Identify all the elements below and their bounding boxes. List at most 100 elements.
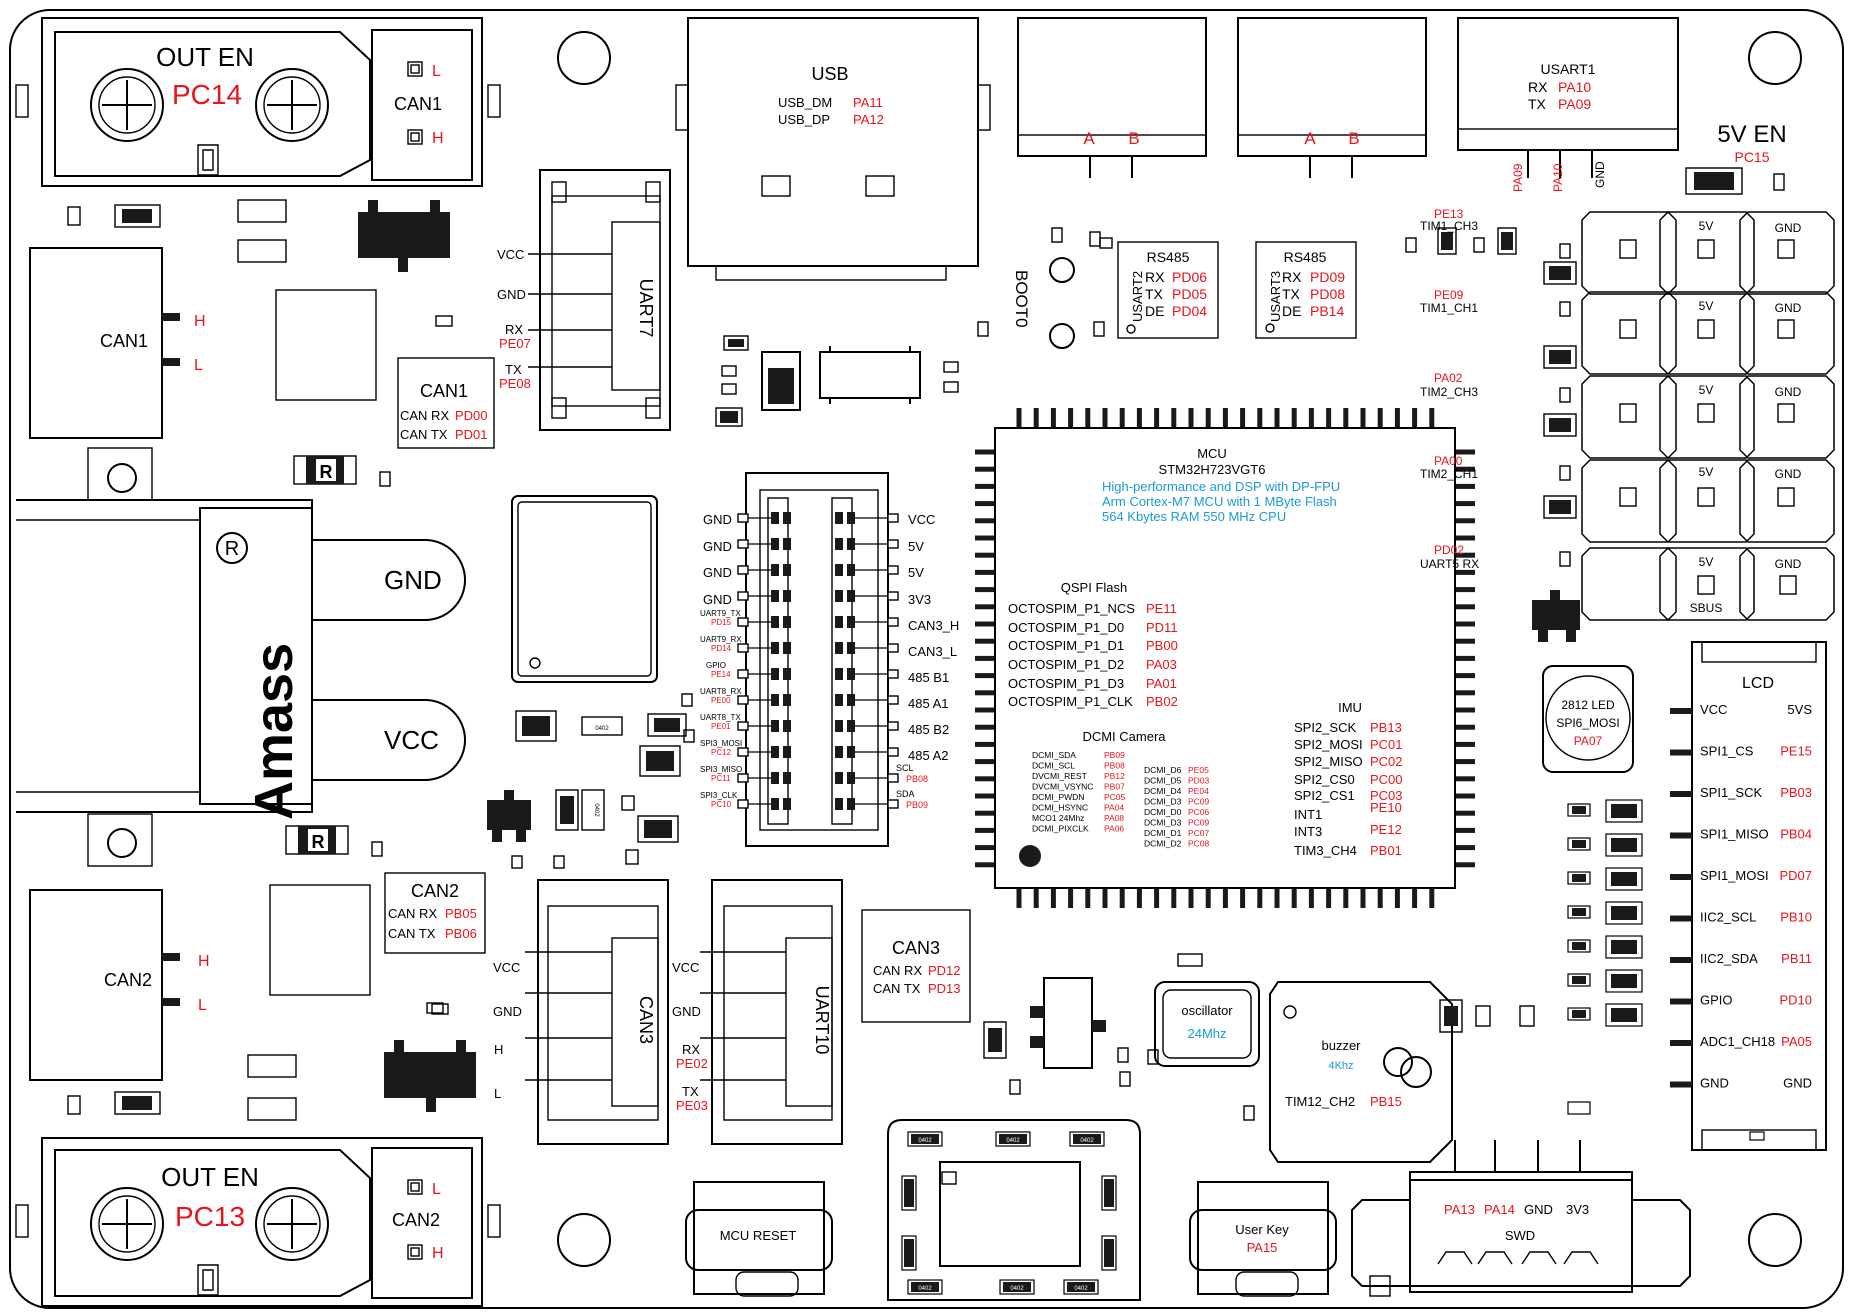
registered-mark: R [225,538,239,560]
header-pad [887,591,899,601]
title: USART1 [1541,61,1596,77]
lcd-pin-name: PB11 [1781,951,1812,966]
mcu-pin [975,741,995,747]
uart10-connector: UART10 VCC GND RX PE02 TX PE03 [672,879,843,1145]
module-chip-body [1104,1239,1114,1267]
gnd: GND [672,1004,701,1019]
dcmi-signal: DVCMI_REST [1032,771,1087,781]
mcu-reset-button[interactable]: MCU RESET [685,1181,833,1297]
dcmi-signal: DCMI_D0 [1144,807,1182,817]
mcu-pin [1455,827,1475,833]
mcu-pin [1455,776,1475,782]
mcu-pin [1050,408,1056,428]
header-pad [737,695,749,705]
dcmi-pin: PB12 [1104,771,1125,781]
header-contact [835,512,843,524]
mcu-pin [1455,707,1475,713]
mcu-pin [975,535,995,541]
header-pad [887,695,899,705]
can-label: CAN1 [394,94,442,114]
mcu-pin [1360,408,1366,428]
mcu-model: STM32H723VGT6 [1159,462,1266,477]
pin-label: 485 B1 [908,670,949,685]
power-connector: Amass R GND VCC [16,447,466,867]
tx: CAN TX [388,926,436,941]
h-label: H [194,313,206,330]
lcd-pin [1670,957,1692,963]
pin-label: SPI3_MOSI [700,739,742,748]
can2-label: CAN2 [104,970,152,990]
rx: RX [505,322,523,337]
mcu-pin [1455,690,1475,696]
pin-label: 5V [908,565,924,580]
header-contact [847,668,855,680]
dm: USB_DM [778,95,832,110]
oscillator: oscillator 24Mhz [1147,953,1260,1067]
pwm-pin: PE13 [1434,207,1464,221]
sbus-frame [1739,547,1835,621]
boot0-label: BOOT0 [1012,270,1031,328]
header-pad [887,773,899,783]
smd-resistor [1567,1101,1591,1115]
lcd-signal: ADC1_CH18 [1700,1034,1775,1049]
imu-signal: INT1 [1294,807,1322,822]
mcu-pin [1455,552,1475,558]
header-contact [783,798,791,810]
pin-label: 485 A2 [908,748,949,763]
mcu-pin [1455,673,1475,679]
imu-pin: PC00 [1370,772,1403,787]
mcu-pin [1412,408,1418,428]
mcu-pin [1257,408,1263,428]
rx-pin: PE07 [499,336,531,351]
mcu-pin [1429,408,1435,428]
header-contact [771,642,779,654]
mcu-pin [1455,587,1475,593]
mcu-pin [975,845,995,851]
buzzer-side-parts [1439,999,1535,1033]
mcu-pin [1257,888,1263,908]
tx-pin: PD08 [1310,286,1345,302]
user-key-button[interactable]: User Key PA15 [1189,1181,1337,1297]
mcu-pin [1033,888,1039,908]
pin: PC15 [1734,149,1769,165]
imu-signal: SPI2_CS1 [1294,788,1355,803]
pwm-frame [1659,459,1755,543]
imu-signal: SPI2_SCK [1294,720,1356,735]
tx: TX [1282,286,1301,302]
vcc: VCC [493,960,520,975]
pin-value: PE00 [711,696,731,705]
mcu-pin [1016,408,1022,428]
pin-value: PD14 [711,644,732,653]
smd-resistor-body [1572,840,1586,848]
l-label: L [198,997,207,1014]
mcu-pin [1274,408,1280,428]
mcu-pin [1222,408,1228,428]
can3-info: CAN3 CAN RX PD12 CAN TX PD13 [873,938,961,996]
de-pin: PB14 [1310,303,1344,319]
mcu-pin [1308,888,1314,908]
dcmi-pin: PC09 [1188,818,1210,828]
header-contact [847,694,855,706]
header-contact [835,798,843,810]
lcd-pin-name: PE15 [1780,744,1812,759]
imu-pin: PE10 [1370,800,1402,815]
header-pad [887,617,899,627]
tx: TX [1145,286,1164,302]
dcmi-pin: PC09 [1188,797,1210,807]
pin-label: SDA [896,789,915,799]
pwm-channel: TIM1_CH3 [1420,219,1478,233]
gnd: GND [493,1004,522,1019]
module-chip-body [1104,1179,1114,1207]
header-contact [835,538,843,550]
tx-pin: PE03 [676,1098,708,1113]
mcu-pin [1455,724,1475,730]
tx-pin: PD05 [1172,286,1207,302]
pin-value: PE14 [711,670,731,679]
pwm-channel: TIM2_CH3 [1420,385,1478,399]
de-pin: PD04 [1172,303,1207,319]
mcu-pin [1171,408,1177,428]
header-contact [835,772,843,784]
resistor-r-top: R [293,455,357,485]
lcd-pin [1670,791,1692,797]
